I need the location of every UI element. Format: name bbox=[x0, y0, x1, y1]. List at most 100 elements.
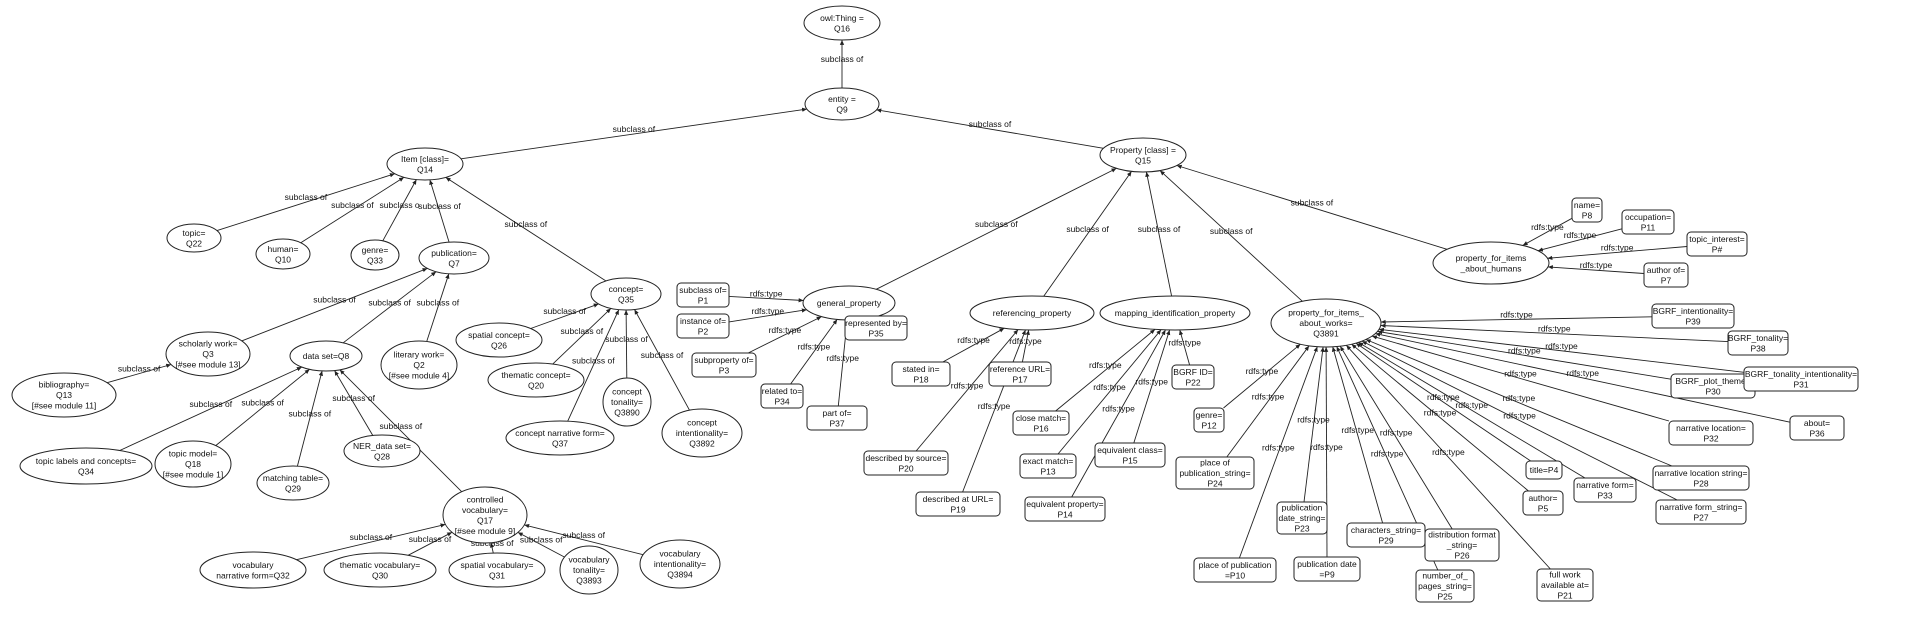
edge-arrow bbox=[634, 309, 690, 411]
edge-distformat-to-worksprop: rdfs:type bbox=[1339, 345, 1453, 530]
edge-label: rdfs:type bbox=[1427, 392, 1460, 402]
edge-thematicvoc-to-controlled: subclass of bbox=[407, 531, 453, 556]
node-describedbysource: described by source=P20 bbox=[863, 450, 949, 476]
edge-arrow bbox=[1345, 344, 1551, 570]
edge-label: subclass of bbox=[821, 54, 864, 64]
node-thematicvoc: thematic vocabulary=Q30 bbox=[323, 552, 437, 588]
edge-publication-to-item: subclass of bbox=[418, 179, 461, 243]
node-ellipse bbox=[199, 551, 307, 589]
edge-label: rdfs:type bbox=[750, 289, 783, 299]
node-box bbox=[1727, 330, 1789, 356]
node-narrloc: narrative location=P32 bbox=[1668, 420, 1754, 446]
node-label: P26 bbox=[1454, 551, 1469, 561]
node-spatialvoc: spatial vocabulary=Q31 bbox=[448, 552, 546, 588]
node-label: occupation= bbox=[1625, 212, 1671, 222]
node-bgrfid: BGRF ID=P22 bbox=[1171, 364, 1215, 390]
node-label: human= bbox=[268, 244, 299, 254]
node-ellipse bbox=[255, 238, 311, 270]
node-describedaturl: described at URL=P19 bbox=[915, 491, 1001, 517]
node-label: P23 bbox=[1294, 524, 1309, 534]
edge-label: rdfs:type bbox=[1252, 391, 1285, 401]
edge-arrow bbox=[1380, 316, 1653, 325]
node-label: Q18 bbox=[185, 459, 201, 469]
node-label: P21 bbox=[1557, 591, 1572, 601]
node-representedby: represented by=P35 bbox=[844, 315, 908, 341]
node-label: [#see module 4] bbox=[389, 371, 449, 381]
edge-plottheme-to-worksprop: rdfs:type bbox=[1377, 330, 1672, 380]
node-ellipse bbox=[165, 331, 251, 377]
node-label: P8 bbox=[1582, 210, 1593, 220]
node-label: P5 bbox=[1538, 503, 1549, 513]
edge-instanceof-to-general: rdfs:type bbox=[728, 306, 807, 323]
node-label: intentionality= bbox=[676, 428, 728, 438]
node-box bbox=[1651, 303, 1735, 329]
node-label: P30 bbox=[1705, 386, 1720, 396]
node-label: narrative form_string= bbox=[1660, 502, 1743, 512]
edge-label: rdfs:type bbox=[798, 342, 831, 352]
edge-arrow bbox=[524, 523, 644, 556]
node-label: vocabulary= bbox=[462, 505, 508, 515]
node-label: P17 bbox=[1012, 374, 1027, 384]
node-item: Item [class]=Q14 bbox=[386, 147, 464, 181]
node-partof: part of=P37 bbox=[806, 405, 868, 431]
node-pagesstring: number_of_pages_string=P25 bbox=[1415, 569, 1475, 603]
node-ellipse bbox=[323, 552, 437, 588]
edge-arrow bbox=[296, 370, 323, 467]
node-label: reference URL= bbox=[990, 364, 1050, 374]
edge-arrow bbox=[517, 532, 565, 558]
edge-thematicconcept-to-concept: subclass of bbox=[552, 308, 612, 365]
edge-label: rdfs:type bbox=[1531, 222, 1564, 232]
node-label: topic_interest= bbox=[1689, 234, 1745, 244]
edge-topicinterest-to-humansprop: rdfs:type bbox=[1547, 242, 1688, 261]
node-box bbox=[1536, 568, 1594, 602]
edge-label: subclass of bbox=[641, 350, 684, 360]
node-label: subclass of= bbox=[679, 285, 727, 295]
edge-label: rdfs:type bbox=[1601, 242, 1634, 252]
node-box bbox=[1019, 453, 1077, 479]
node-box bbox=[1655, 499, 1747, 525]
node-relatedto: related to=P34 bbox=[760, 383, 804, 409]
node-label: genre= bbox=[1196, 410, 1223, 420]
node-ellipse bbox=[256, 465, 330, 501]
node-label: Q29 bbox=[285, 483, 301, 493]
node-label: P37 bbox=[829, 418, 844, 428]
node-genre: genre=Q33 bbox=[350, 239, 400, 271]
edge-arrow bbox=[747, 316, 822, 354]
edge-arrow bbox=[334, 370, 374, 436]
node-label: described by source= bbox=[865, 453, 946, 463]
edge-arrow bbox=[215, 368, 310, 446]
node-label: concept bbox=[612, 387, 642, 397]
node-label: P22 bbox=[1185, 377, 1200, 387]
node-label: Item [class]= bbox=[401, 154, 449, 164]
edge-arrow bbox=[1159, 170, 1303, 302]
node-label: spatial concept= bbox=[468, 330, 530, 340]
node-ellipse bbox=[639, 539, 721, 589]
edge-arrow bbox=[342, 271, 437, 344]
edge-arrow bbox=[1303, 346, 1325, 503]
node-label: vocabulary bbox=[232, 560, 274, 570]
node-ellipse bbox=[1432, 241, 1550, 285]
edge-arrow bbox=[429, 179, 450, 243]
edge-mapping-to-property: subclass of bbox=[1138, 171, 1181, 297]
node-label: equivalent class= bbox=[1097, 445, 1162, 455]
node-box bbox=[1573, 477, 1637, 503]
edge-bgrfid-to-mapping: rdfs:type bbox=[1168, 329, 1201, 366]
node-label: owl:Thing = bbox=[820, 13, 864, 23]
node-equivclass: equivalent class=P15 bbox=[1094, 442, 1166, 468]
node-label: [#see module 11] bbox=[32, 401, 97, 411]
node-ellipse bbox=[590, 277, 662, 311]
node-thing: owl:Thing =Q16 bbox=[803, 5, 881, 41]
edge-author-to-worksprop: rdfs:type bbox=[1351, 343, 1529, 492]
node-ellipse bbox=[448, 552, 546, 588]
node-label: scholarly work= bbox=[179, 339, 238, 349]
node-label: Q3894 bbox=[667, 570, 693, 580]
node-label: Property [class] = bbox=[1110, 145, 1176, 155]
node-label: place of publication bbox=[1199, 560, 1272, 570]
node-label: publication= bbox=[431, 248, 477, 258]
node-label: property_for_items_ bbox=[1288, 308, 1364, 318]
